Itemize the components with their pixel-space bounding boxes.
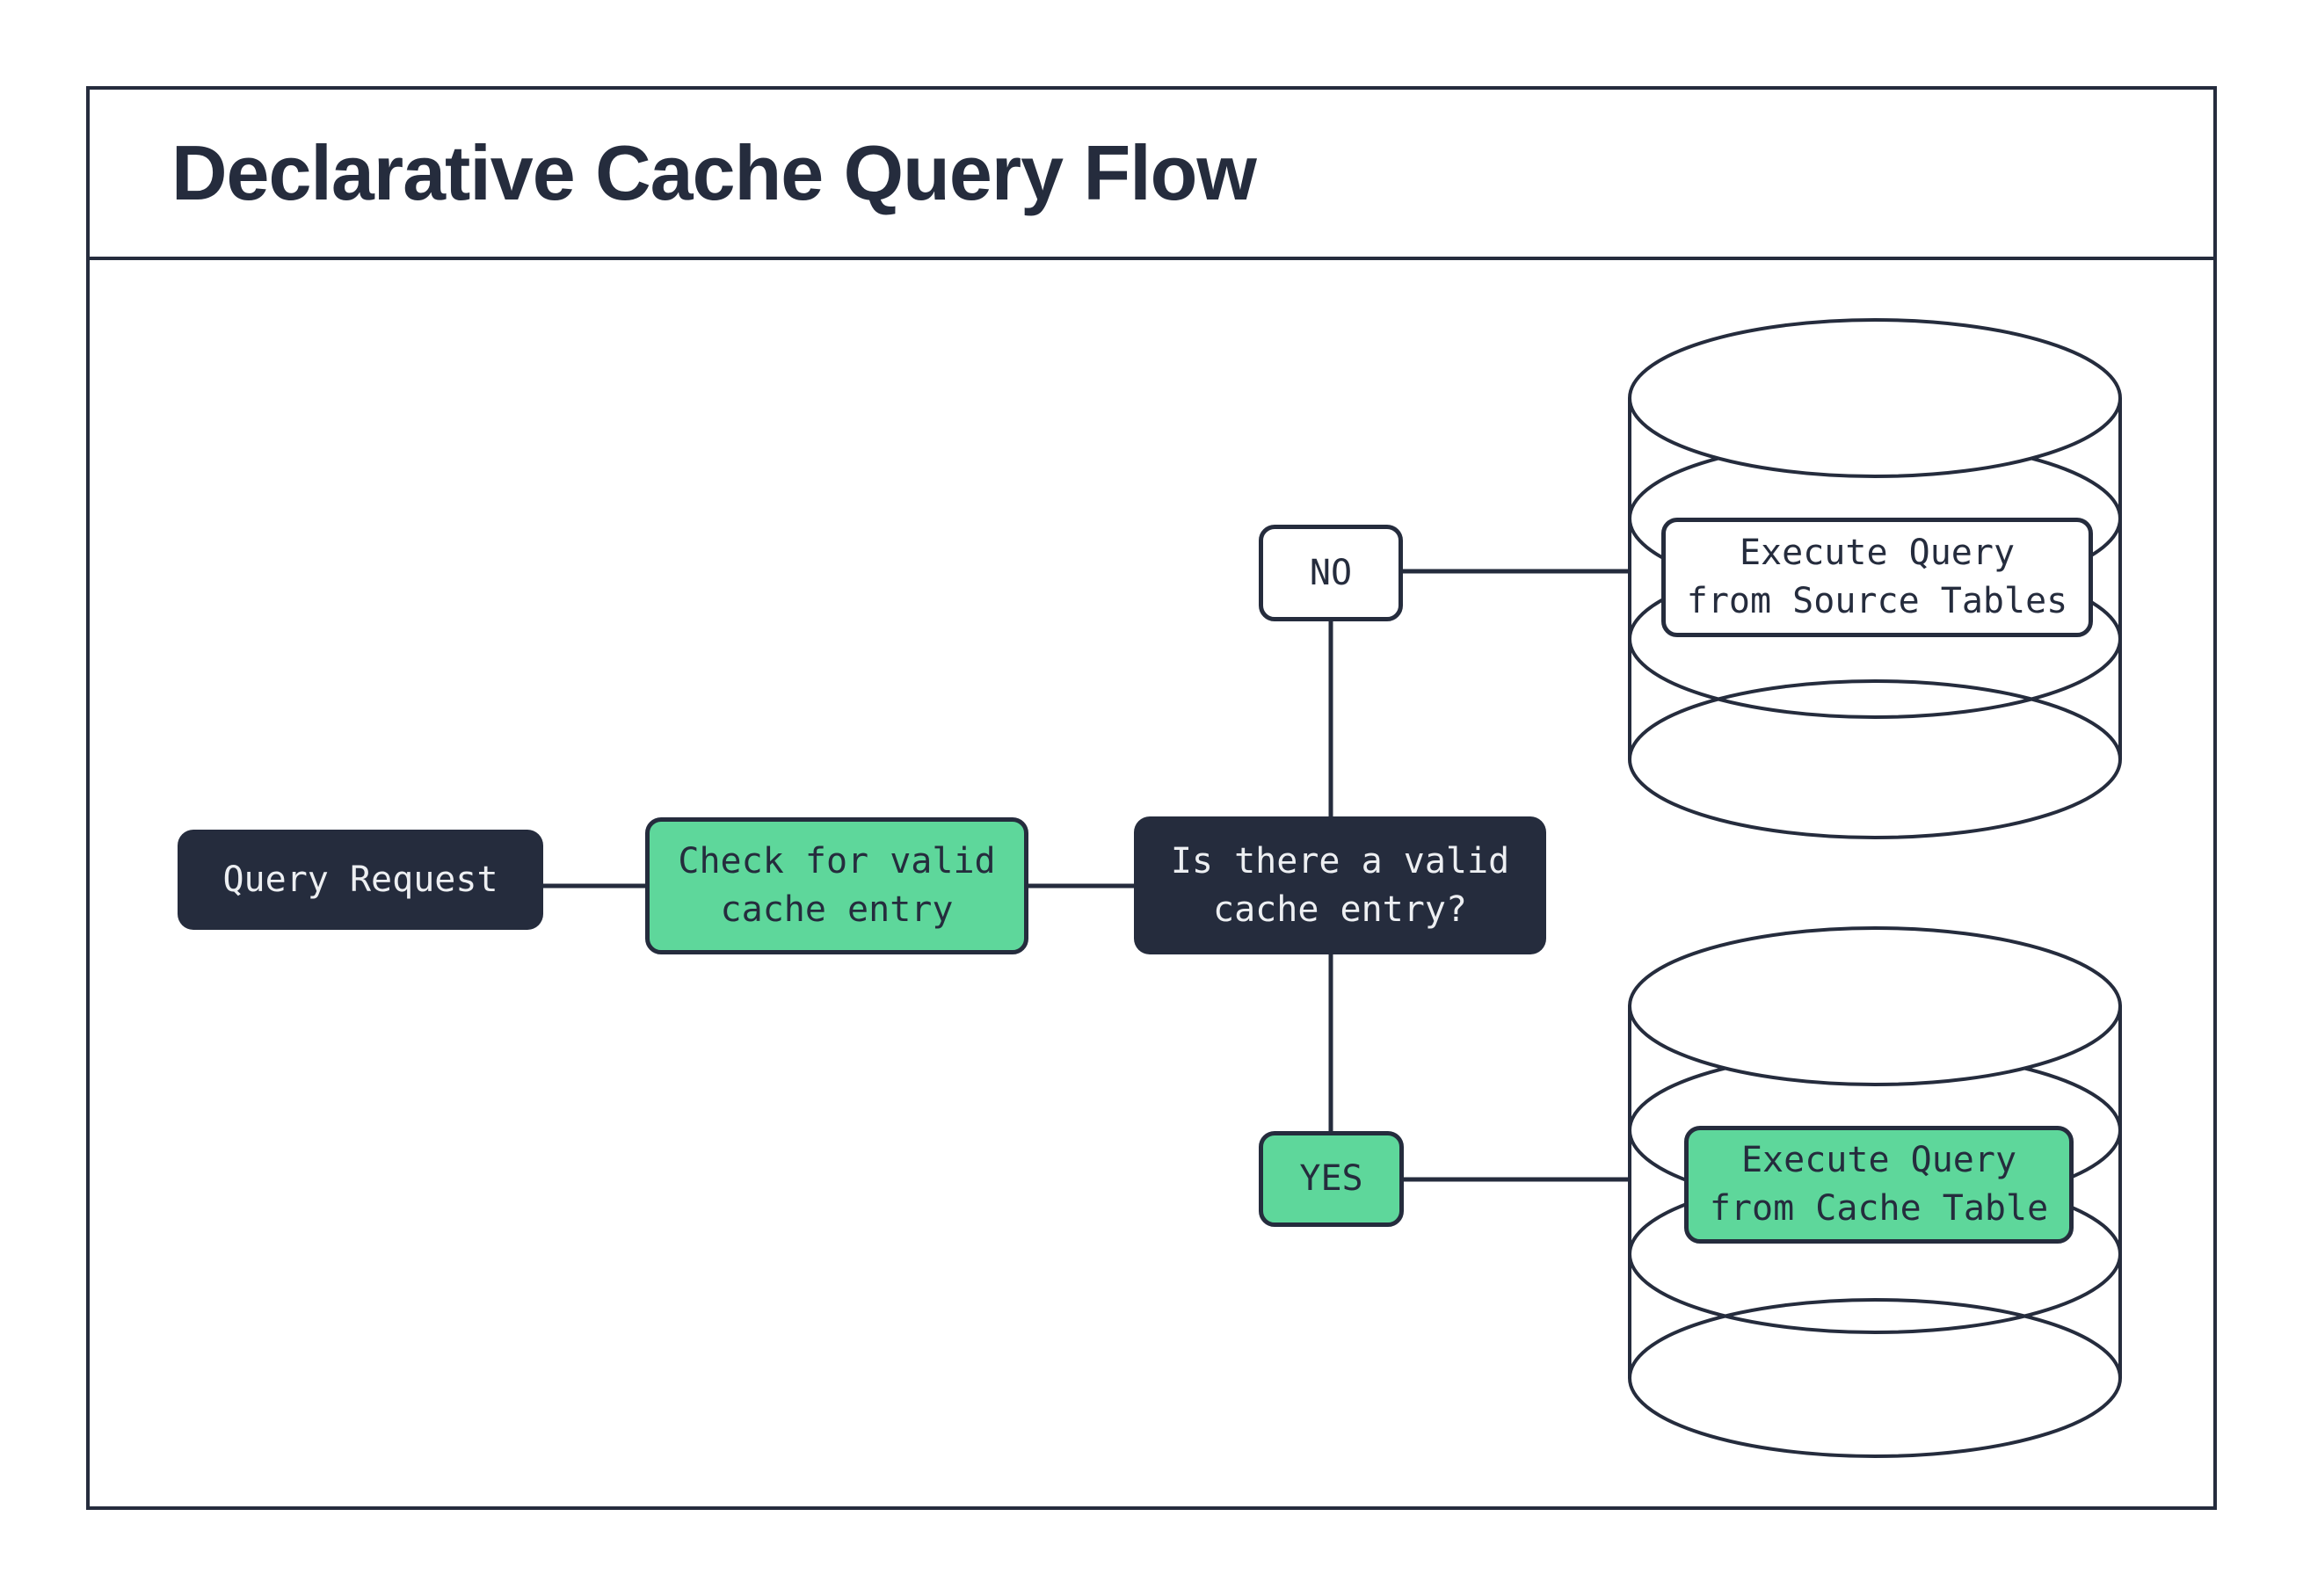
cache-database-icon (1628, 926, 2122, 1458)
source-database-icon (1628, 318, 2122, 839)
cache-db-disk-top (1628, 926, 2122, 1086)
title-band: Declarative Cache Query Flow (171, 86, 1257, 260)
page-title: Declarative Cache Query Flow (171, 129, 1257, 216)
branch-label-no: NO (1259, 525, 1403, 621)
node-execute-from-source-tables: Execute Query from Source Tables (1661, 518, 2093, 637)
cache-db-disk-bottom (1628, 1298, 2122, 1458)
source-db-disk-top (1628, 318, 2122, 478)
branch-label-yes: YES (1259, 1131, 1404, 1227)
source-db-disk-bottom (1628, 679, 2122, 839)
node-execute-from-cache-table: Execute Query from Cache Table (1684, 1126, 2074, 1244)
node-query-request: Query Request (178, 830, 543, 930)
title-divider (86, 257, 2217, 260)
node-check-cache: Check for valid cache entry (645, 817, 1028, 954)
node-decision-valid-cache: Is there a valid cache entry? (1134, 816, 1546, 954)
